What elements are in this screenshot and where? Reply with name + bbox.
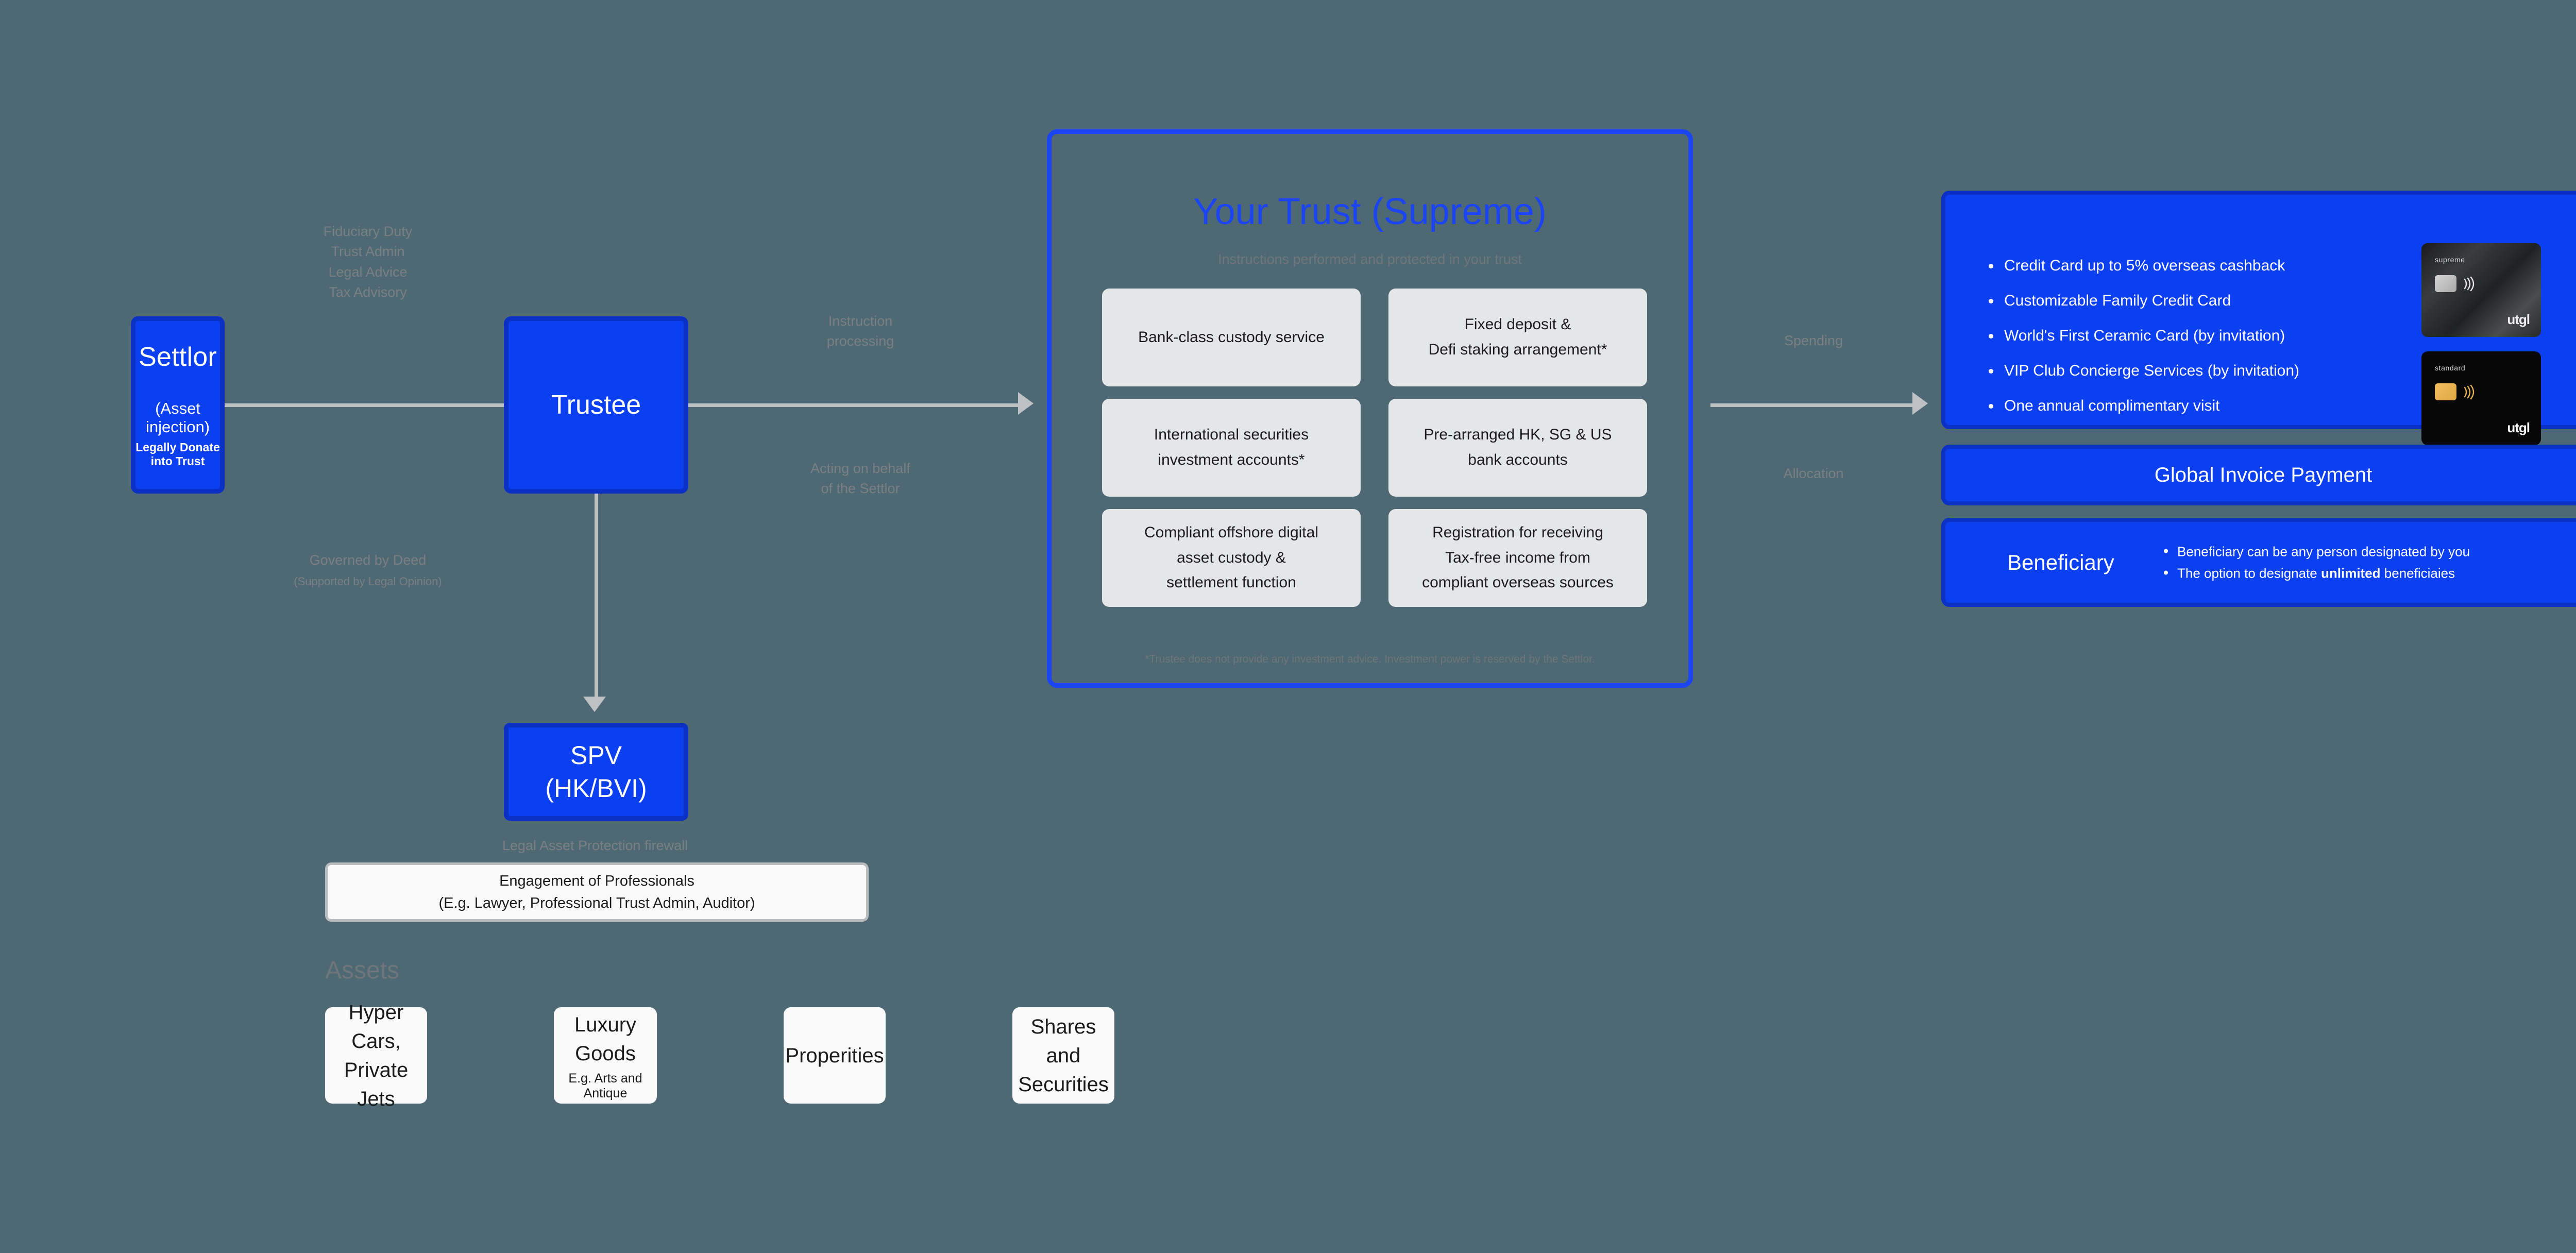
global-invoice-label: Global Invoice Payment xyxy=(2154,463,2372,486)
asset-title: Shares and Securities xyxy=(1018,1015,1109,1096)
credit-card-supreme: supreme utgl xyxy=(2421,243,2541,337)
list-item: World's First Ceramic Card (by invitatio… xyxy=(1985,328,2407,344)
list-item: One annual complimentary visit xyxy=(1985,398,2407,414)
asset-box[interactable]: Properities xyxy=(784,1007,886,1104)
asset-box[interactable]: Shares and Securities xyxy=(1012,1007,1114,1104)
list-item: VIP Club Concierge Services (by invitati… xyxy=(1985,363,2407,379)
annotation-firewall: Legal Asset Protection firewall xyxy=(502,838,688,853)
service-card[interactable]: International securities investment acco… xyxy=(1102,399,1361,497)
annotation-governed-by-deed: Governed by Deed xyxy=(309,552,427,568)
engagement-of-professionals-box: Engagement of Professionals (E.g. Lawyer… xyxy=(325,862,869,922)
spv-title: SPV (HK/BVI) xyxy=(545,741,647,803)
service-card[interactable]: Compliant offshore digital asset custody… xyxy=(1102,509,1361,607)
service-card[interactable]: Pre-arranged HK, SG & US bank accounts xyxy=(1388,399,1647,497)
list-item: Beneficiary can be any person designated… xyxy=(2161,544,2568,560)
asset-subtitle: E.g. Arts and Antique xyxy=(568,1071,642,1100)
beneficiary-card: Beneficiary Beneficiary can be any perso… xyxy=(1941,518,2576,607)
beneficiary-label: Beneficiary xyxy=(2007,550,2114,574)
card-tier-label: supreme xyxy=(2435,256,2465,264)
trust-services-grid: Bank-class custody service Fixed deposit… xyxy=(1102,289,1647,607)
annotation-allocation: Allocation xyxy=(1783,466,1844,481)
trust-panel-title: Your Trust (Supreme) xyxy=(1193,191,1547,232)
trust-panel: Your Trust (Supreme) Instructions perfor… xyxy=(1047,129,1693,688)
arrowhead-trust-cards-icon xyxy=(1912,392,1928,415)
service-card[interactable]: Fixed deposit & Defi staking arrangement… xyxy=(1388,289,1647,386)
annotation-spending: Spending xyxy=(1784,333,1843,348)
card-benefits-panel: Credit Card up to 5% overseas cashback C… xyxy=(1941,191,2576,445)
node-trustee[interactable]: Trustee xyxy=(504,316,688,494)
asset-box[interactable]: Hyper Cars, Private Jets xyxy=(325,1001,427,1110)
engagement-subtitle: (E.g. Lawyer, Professional Trust Admin, … xyxy=(438,894,755,911)
trust-panel-subtitle: Instructions performed and protected in … xyxy=(1218,251,1522,267)
arrowhead-trustee-spv-icon xyxy=(583,697,606,712)
credit-cards-stack: supreme utgl standard utgl xyxy=(2421,243,2541,445)
settlor-subtitle: (Asset injection) xyxy=(145,399,210,436)
list-item: Credit Card up to 5% overseas cashback xyxy=(1985,258,2407,274)
chip-icon xyxy=(2435,275,2456,292)
credit-card-standard: standard utgl xyxy=(2421,351,2541,445)
contactless-icon xyxy=(2464,276,2475,292)
node-spv[interactable]: SPV (HK/BVI) xyxy=(504,723,688,821)
connector-trustee-trust xyxy=(688,403,1022,407)
contactless-icon xyxy=(2464,384,2475,400)
list-item: Customizable Family Credit Card xyxy=(1985,293,2407,309)
assets-section-label: Assets xyxy=(325,957,400,984)
asset-title: Hyper Cars, Private Jets xyxy=(344,1001,409,1110)
chip-icon xyxy=(2435,383,2456,400)
trust-panel-footnote: *Trustee does not provide any investment… xyxy=(1145,653,1595,665)
settlor-caption: Legally Donate into Trust xyxy=(135,441,220,468)
global-invoice-payment-card[interactable]: Global Invoice Payment xyxy=(1941,445,2576,505)
card-tier-label: standard xyxy=(2435,364,2466,372)
list-item: The option to designate unlimited benefi… xyxy=(2161,565,2568,581)
annotation-acting-on-behalf: Acting on behalf of the Settlor xyxy=(810,461,910,497)
service-card[interactable]: Bank-class custody service xyxy=(1102,289,1361,386)
annotation-fiduciary-duties: Fiduciary Duty Trust Admin Legal Advice … xyxy=(323,224,413,300)
beneficiary-list: Beneficiary can be any person designated… xyxy=(2161,538,2568,587)
engagement-title: Engagement of Professionals xyxy=(499,872,694,889)
annotation-governed-sub: (Supported by Legal Opinion) xyxy=(294,575,442,588)
card-brand-logo: utgl xyxy=(2507,420,2530,435)
asset-title: Luxury Goods xyxy=(574,1013,637,1065)
asset-title: Properities xyxy=(785,1044,884,1067)
trustee-title: Trustee xyxy=(551,390,641,420)
annotation-instruction-processing: Instruction processing xyxy=(826,313,894,349)
connector-trustee-spv xyxy=(595,494,598,700)
card-benefits-list: Credit Card up to 5% overseas cashback C… xyxy=(1985,258,2407,433)
service-card[interactable]: Registration for receiving Tax-free inco… xyxy=(1388,509,1647,607)
connector-settlor-trustee xyxy=(225,403,504,407)
settlor-title: Settlor xyxy=(139,342,217,372)
connector-trust-cards xyxy=(1710,403,1917,407)
card-brand-logo: utgl xyxy=(2507,312,2530,327)
arrowhead-trustee-trust-icon xyxy=(1018,392,1033,415)
asset-box[interactable]: Luxury Goods E.g. Arts and Antique xyxy=(554,1007,657,1104)
node-settlor[interactable]: Settlor (Asset injection) Legally Donate… xyxy=(131,316,225,494)
